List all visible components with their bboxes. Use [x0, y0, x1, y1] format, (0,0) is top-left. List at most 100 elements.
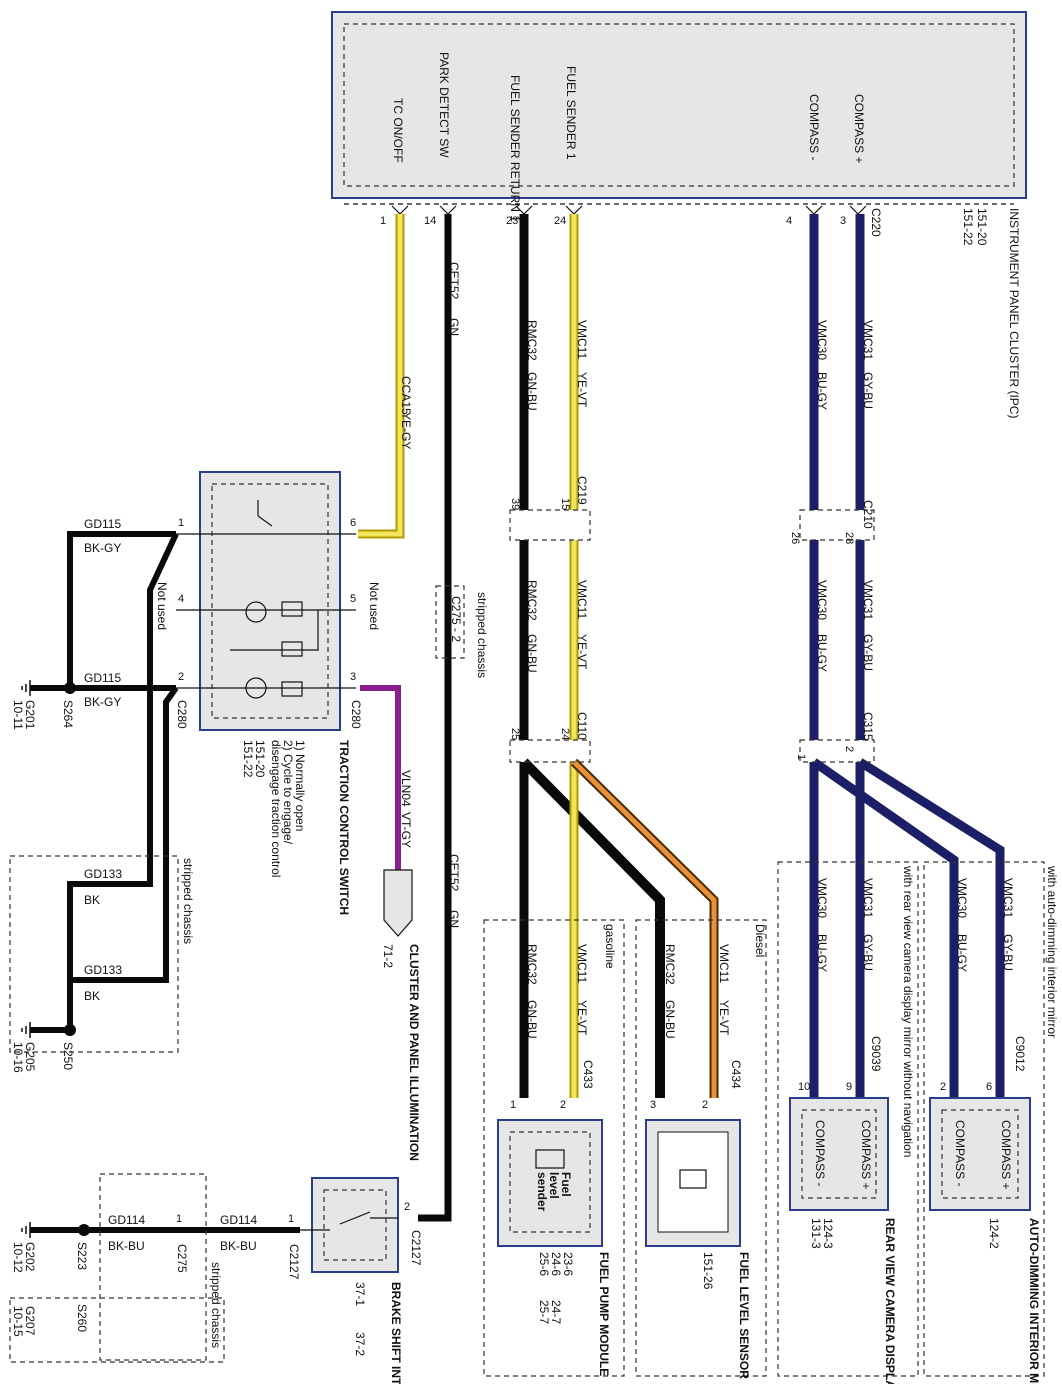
- fuel-level-sensor: Diesel C434 3 2 FUEL LEVEL SENSOR 151-26: [635, 919, 767, 1379]
- svg-text:stripped chassis: stripped chassis: [475, 592, 489, 678]
- svg-text:GD133: GD133: [84, 963, 122, 977]
- svg-text:GY-BU: GY-BU: [861, 372, 875, 409]
- svg-text:151-20: 151-20: [253, 740, 267, 778]
- svg-text:71-2: 71-2: [381, 944, 395, 968]
- brake-shift-interlock: 2 1 1 C2127 C2127 C275 BRAKE SHIFT INTER…: [175, 1177, 423, 1384]
- wire-cca15: [358, 214, 405, 539]
- svg-text:YE-VT: YE-VT: [575, 1000, 589, 1036]
- svg-text:VMC30: VMC30: [815, 320, 829, 360]
- svg-text:VT-GY: VT-GY: [399, 812, 413, 848]
- svg-text:124-3: 124-3: [821, 1218, 835, 1249]
- ipc-pin-compass-plus: COMPASS +: [852, 94, 866, 163]
- svg-text:GN: GN: [447, 318, 461, 336]
- svg-text:YE-GY: YE-GY: [399, 412, 413, 449]
- svg-text:10-15: 10-15: [11, 1306, 25, 1337]
- connector-c219-c210: C219 39 15 C210 26 28 C110 25 24 C315 1 …: [509, 476, 875, 763]
- svg-text:BK: BK: [84, 893, 100, 907]
- svg-text:BU-GY: BU-GY: [955, 934, 969, 972]
- svg-text:BU-GY: BU-GY: [815, 372, 829, 410]
- svg-text:RMC32: RMC32: [525, 944, 539, 985]
- wire-vmc30-branch: [811, 758, 959, 1098]
- svg-text:151-22: 151-22: [241, 740, 255, 778]
- ipc-pin-fuel-return: FUEL SENDER RETURN 1: [508, 75, 522, 222]
- svg-text:Fuel: Fuel: [559, 1172, 573, 1197]
- ipc-module: [331, 11, 1027, 199]
- svg-text:2: 2: [404, 1201, 410, 1213]
- svg-text:2: 2: [178, 671, 184, 683]
- svg-text:BK-BU: BK-BU: [108, 1239, 145, 1253]
- svg-text:GY-BU: GY-BU: [861, 634, 875, 671]
- ipc-ref-2: 151-22: [961, 208, 975, 246]
- svg-text:4: 4: [178, 593, 184, 605]
- svg-text:BK-GY: BK-GY: [84, 541, 121, 555]
- svg-text:25-7: 25-7: [537, 1300, 551, 1324]
- svg-text:C9039: C9039: [869, 1036, 883, 1072]
- rear-view-camera-mirror: with rear view camera display mirror wit…: [777, 861, 919, 1384]
- svg-text:1: 1: [510, 1099, 516, 1111]
- svg-text:GD115: GD115: [84, 671, 121, 685]
- svg-text:C9012: C9012: [1013, 1036, 1027, 1072]
- ground-section: GD115 BK-GY GD115 BK-GY GD133 BK GD133 B…: [9, 517, 257, 1363]
- c220-label: C220: [869, 208, 883, 237]
- svg-text:BRAKE SHIFT INTERLOCK: BRAKE SHIFT INTERLOCK: [389, 1282, 403, 1384]
- svg-text:FUEL LEVEL SENSOR: FUEL LEVEL SENSOR: [737, 1252, 751, 1379]
- svg-text:CLUSTER AND PANEL ILLUMINATION: CLUSTER AND PANEL ILLUMINATION: [407, 944, 421, 1161]
- pin-24: 24: [554, 215, 566, 227]
- svg-text:VLN04: VLN04: [399, 770, 413, 807]
- svg-text:COMPASS +: COMPASS +: [999, 1120, 1013, 1189]
- svg-text:COMPASS -: COMPASS -: [813, 1120, 827, 1186]
- svg-text:VMC31: VMC31: [861, 878, 875, 918]
- svg-text:28: 28: [843, 532, 855, 544]
- svg-text:CET52: CET52: [447, 854, 461, 892]
- svg-text:C280: C280: [175, 700, 189, 729]
- svg-text:CCA15: CCA15: [399, 376, 413, 415]
- svg-text:25: 25: [509, 728, 521, 740]
- svg-text:39: 39: [509, 498, 521, 510]
- wire-cet52: [418, 214, 452, 1222]
- svg-text:TRACTION CONTROL SWITCH: TRACTION CONTROL SWITCH: [337, 740, 351, 915]
- svg-text:GN-BU: GN-BU: [525, 372, 539, 411]
- svg-text:BK-GY: BK-GY: [84, 695, 121, 709]
- pin-3: 3: [840, 215, 846, 227]
- svg-text:10-11: 10-11: [11, 700, 25, 730]
- ipc-pin-park-detect: PARK DETECT SW: [437, 52, 451, 158]
- svg-text:37-1: 37-1: [353, 1282, 367, 1306]
- wire-labels: CCA15 YE-GY CET52 GN CET52 GN RMC32 GN-B…: [399, 262, 1015, 1039]
- svg-text:VMC11: VMC11: [717, 944, 731, 983]
- wire-vmc31-branch: [857, 758, 1005, 1098]
- svg-text:BU-GY: BU-GY: [815, 634, 829, 672]
- svg-text:3: 3: [650, 1099, 656, 1111]
- svg-text:1: 1: [176, 1213, 182, 1225]
- svg-text:RMC32: RMC32: [525, 320, 539, 361]
- svg-text:2: 2: [560, 1099, 566, 1111]
- svg-text:sender: sender: [535, 1172, 549, 1212]
- svg-text:VMC31: VMC31: [861, 580, 875, 620]
- fuel-pump-module: gasoline C433 1 2 Fuel level sender FUEL…: [483, 919, 625, 1377]
- svg-text:G201: G201: [23, 700, 37, 730]
- svg-text:1: 1: [288, 1213, 294, 1225]
- svg-text:9: 9: [846, 1081, 852, 1093]
- svg-text:24-6: 24-6: [549, 1252, 563, 1276]
- svg-text:C2127: C2127: [409, 1230, 423, 1266]
- svg-text:GY-BU: GY-BU: [1001, 934, 1015, 971]
- svg-text:C219: C219: [575, 476, 589, 505]
- svg-text:VMC30: VMC30: [955, 878, 969, 918]
- svg-text:GN-BU: GN-BU: [663, 1000, 677, 1039]
- pin-4: 4: [786, 215, 792, 227]
- svg-text:RMC32: RMC32: [663, 944, 677, 985]
- pin-14: 14: [424, 215, 436, 227]
- svg-text:VMC11: VMC11: [575, 580, 589, 619]
- svg-text:with rear view camera display: with rear view camera display mirror wit…: [901, 865, 915, 1157]
- svg-text:GN-BU: GN-BU: [525, 1000, 539, 1039]
- svg-text:GD114: GD114: [108, 1213, 145, 1227]
- auto-dimming-mirror: with auto-dimming interior mirror C9012 …: [923, 861, 1059, 1384]
- svg-text:1: 1: [178, 517, 184, 529]
- svg-text:YE-VT: YE-VT: [575, 372, 589, 408]
- ipc-ref-1: 151-20: [975, 208, 989, 246]
- svg-text:GN: GN: [447, 910, 461, 928]
- svg-text:10-12: 10-12: [11, 1242, 25, 1273]
- svg-text:S264: S264: [61, 700, 75, 728]
- svg-text:1) Normally open: 1) Normally open: [293, 740, 307, 831]
- svg-text:2: 2: [940, 1081, 946, 1093]
